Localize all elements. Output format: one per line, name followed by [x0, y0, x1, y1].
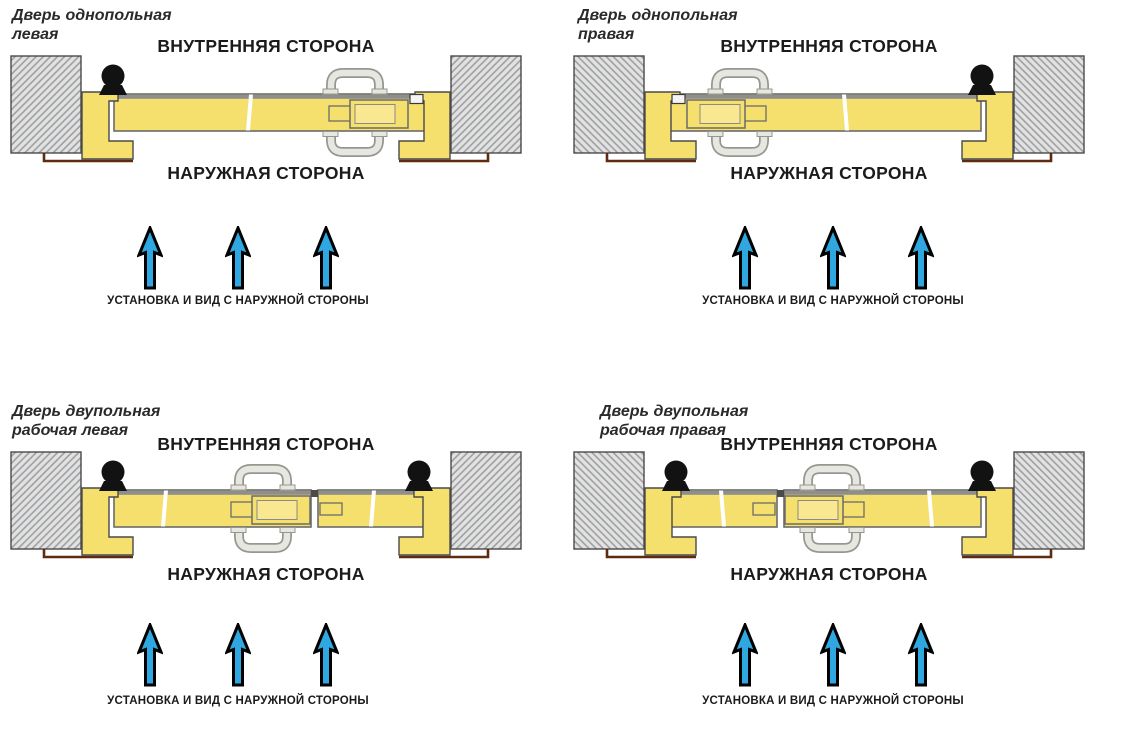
panel-double-right: Дверь двупольная рабочая правая ВНУТРЕНН… [563, 365, 1125, 730]
installation-caption: УСТАНОВКА И ВИД С НАРУЖНОЙ СТОРОНЫ [702, 295, 964, 307]
up-arrow-icon [225, 623, 251, 687]
door-cross-section-double-right [569, 451, 1089, 565]
inner-side-label: ВНУТРЕННЯЯ СТОРОНА [720, 36, 938, 56]
diagram-title: Дверь двупольная рабочая правая [600, 402, 748, 440]
up-arrow-icon [732, 226, 758, 290]
diagram-title: Дверь однопольная левая [12, 6, 172, 44]
panel-single-right: Дверь однопольная правая ВНУТРЕННЯЯ СТОР… [563, 0, 1125, 365]
title-line1: Дверь однопольная [578, 7, 738, 24]
diagram-title: Дверь однопольная правая [578, 6, 738, 44]
outer-side-label: НАРУЖНАЯ СТОРОНА [167, 163, 365, 183]
up-arrow-icon [732, 623, 758, 687]
outer-side-label: НАРУЖНАЯ СТОРОНА [167, 564, 365, 584]
installation-caption: УСТАНОВКА И ВИД С НАРУЖНОЙ СТОРОНЫ [702, 695, 964, 707]
outer-side-label: НАРУЖНАЯ СТОРОНА [730, 564, 928, 584]
up-arrow-icon [908, 623, 934, 687]
up-arrow-icon [225, 226, 251, 290]
title-line2: рабочая правая [600, 422, 726, 439]
title-line1: Дверь двупольная [600, 403, 749, 420]
title-line2: правая [578, 26, 635, 43]
installation-arrows [0, 226, 498, 290]
installation-caption: УСТАНОВКА И ВИД С НАРУЖНОЙ СТОРОНЫ [107, 695, 369, 707]
up-arrow-icon [820, 226, 846, 290]
outer-side-label: НАРУЖНАЯ СТОРОНА [730, 163, 928, 183]
up-arrow-icon [313, 623, 339, 687]
panel-double-left: Дверь двупольная рабочая левая ВНУТРЕННЯ… [0, 365, 562, 730]
up-arrow-icon [137, 623, 163, 687]
title-line1: Дверь однопольная [12, 7, 172, 24]
diagram-title: Дверь двупольная рабочая левая [12, 402, 160, 440]
title-line2: рабочая левая [12, 422, 129, 439]
inner-side-label: ВНУТРЕННЯЯ СТОРОНА [157, 36, 375, 56]
up-arrow-icon [137, 226, 163, 290]
installation-arrows [573, 226, 1093, 290]
door-cross-section-double-left [6, 451, 526, 565]
installation-caption: УСТАНОВКА И ВИД С НАРУЖНОЙ СТОРОНЫ [107, 295, 369, 307]
installation-arrows [573, 623, 1093, 687]
inner-side-label: ВНУТРЕННЯЯ СТОРОНА [157, 434, 375, 454]
title-line1: Дверь двупольная [12, 403, 161, 420]
door-cross-section-single-right [569, 55, 1089, 169]
title-line2: левая [12, 26, 59, 43]
panel-single-left: Дверь однопольная левая ВНУТРЕННЯЯ СТОРО… [0, 0, 562, 365]
up-arrow-icon [820, 623, 846, 687]
up-arrow-icon [313, 226, 339, 290]
door-cross-section-single-left [6, 55, 526, 169]
installation-arrows [0, 623, 498, 687]
up-arrow-icon [908, 226, 934, 290]
inner-side-label: ВНУТРЕННЯЯ СТОРОНА [720, 434, 938, 454]
